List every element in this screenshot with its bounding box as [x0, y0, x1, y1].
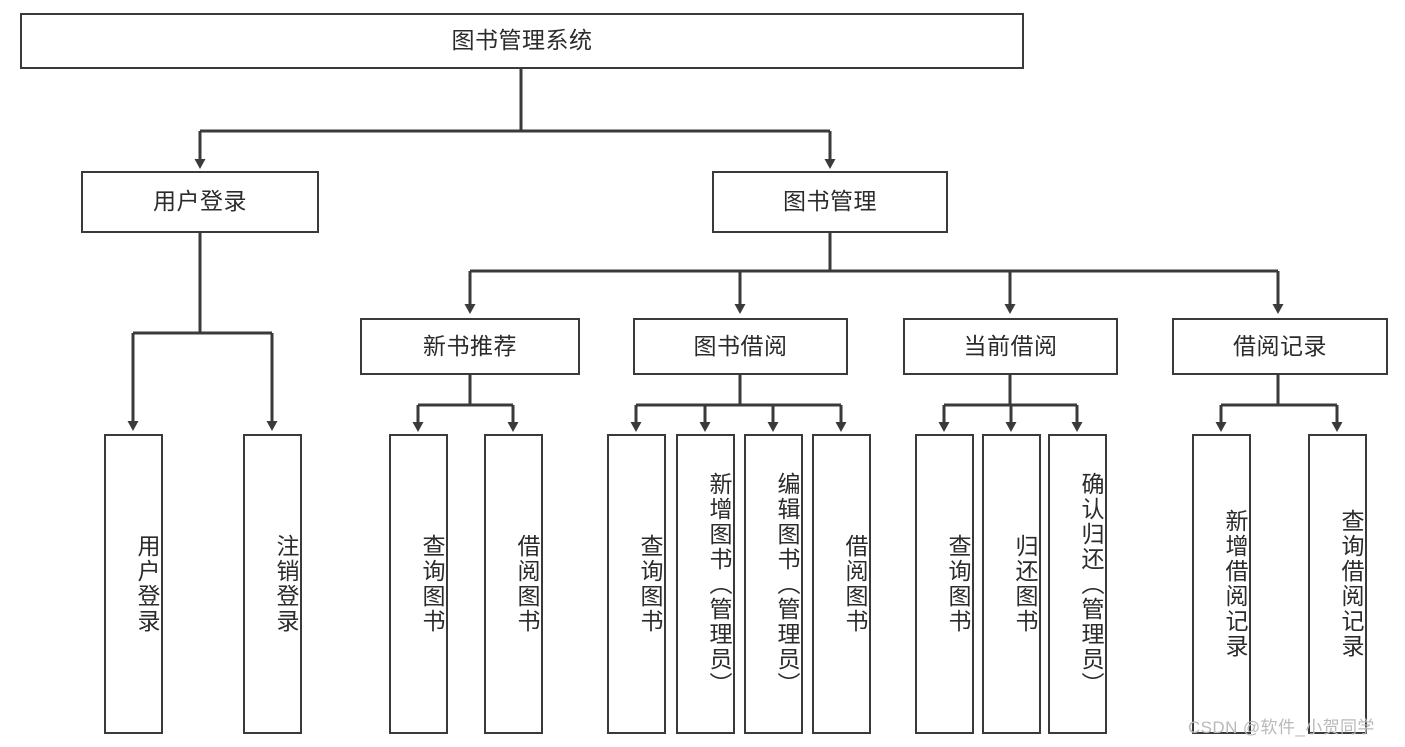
csdn-watermark: CSDN @软件_小贺同学: [1188, 718, 1375, 737]
leaf-label: 归还图书: [1012, 534, 1038, 634]
leaf-user-login-login[interactable]: 用户登录: [104, 434, 163, 734]
leaf-label: 注销登录: [273, 534, 299, 634]
leaf-label: 查询图书: [945, 534, 971, 634]
leaf-label: 新增借阅记录: [1222, 509, 1248, 659]
leaf-book-borrow-edit[interactable]: 编辑图书（管理员）: [744, 434, 803, 734]
leaf-label: 借阅图书: [842, 534, 868, 634]
leaf-label: 借阅图书: [514, 534, 540, 634]
node-new-book-recommend[interactable]: 新书推荐: [360, 318, 580, 375]
leaf-label: 查询图书: [637, 534, 663, 634]
leaf-book-borrow-add[interactable]: 新增图书（管理员）: [676, 434, 735, 734]
leaf-label: 编辑图书（管理员）: [774, 471, 800, 697]
leaf-borrow-record-add[interactable]: 新增借阅记录: [1192, 434, 1251, 734]
leaf-current-borrow-return[interactable]: 归还图书: [982, 434, 1041, 734]
leaf-current-borrow-query[interactable]: 查询图书: [915, 434, 974, 734]
leaf-borrow-record-query[interactable]: 查询借阅记录: [1308, 434, 1367, 734]
leaf-book-borrow-query[interactable]: 查询图书: [607, 434, 666, 734]
node-borrow-records[interactable]: 借阅记录: [1172, 318, 1388, 375]
leaf-label: 查询借阅记录: [1338, 509, 1364, 659]
leaf-label: 查询图书: [419, 534, 445, 634]
node-book-borrow[interactable]: 图书借阅: [633, 318, 848, 375]
leaf-label: 用户登录: [134, 534, 160, 634]
node-book-management[interactable]: 图书管理: [712, 171, 948, 233]
node-user-login[interactable]: 用户登录: [81, 171, 319, 233]
node-current-borrow[interactable]: 当前借阅: [903, 318, 1118, 375]
leaf-book-borrow-borrow[interactable]: 借阅图书: [812, 434, 871, 734]
leaf-label: 新增图书（管理员）: [706, 471, 732, 697]
leaf-current-borrow-confirm-return[interactable]: 确认归还（管理员）: [1048, 434, 1107, 734]
leaf-label: 确认归还（管理员）: [1078, 471, 1104, 697]
node-root-system[interactable]: 图书管理系统: [20, 13, 1024, 69]
leaf-new-book-borrow[interactable]: 借阅图书: [484, 434, 543, 734]
leaf-user-login-logout[interactable]: 注销登录: [243, 434, 302, 734]
leaf-new-book-query[interactable]: 查询图书: [389, 434, 448, 734]
